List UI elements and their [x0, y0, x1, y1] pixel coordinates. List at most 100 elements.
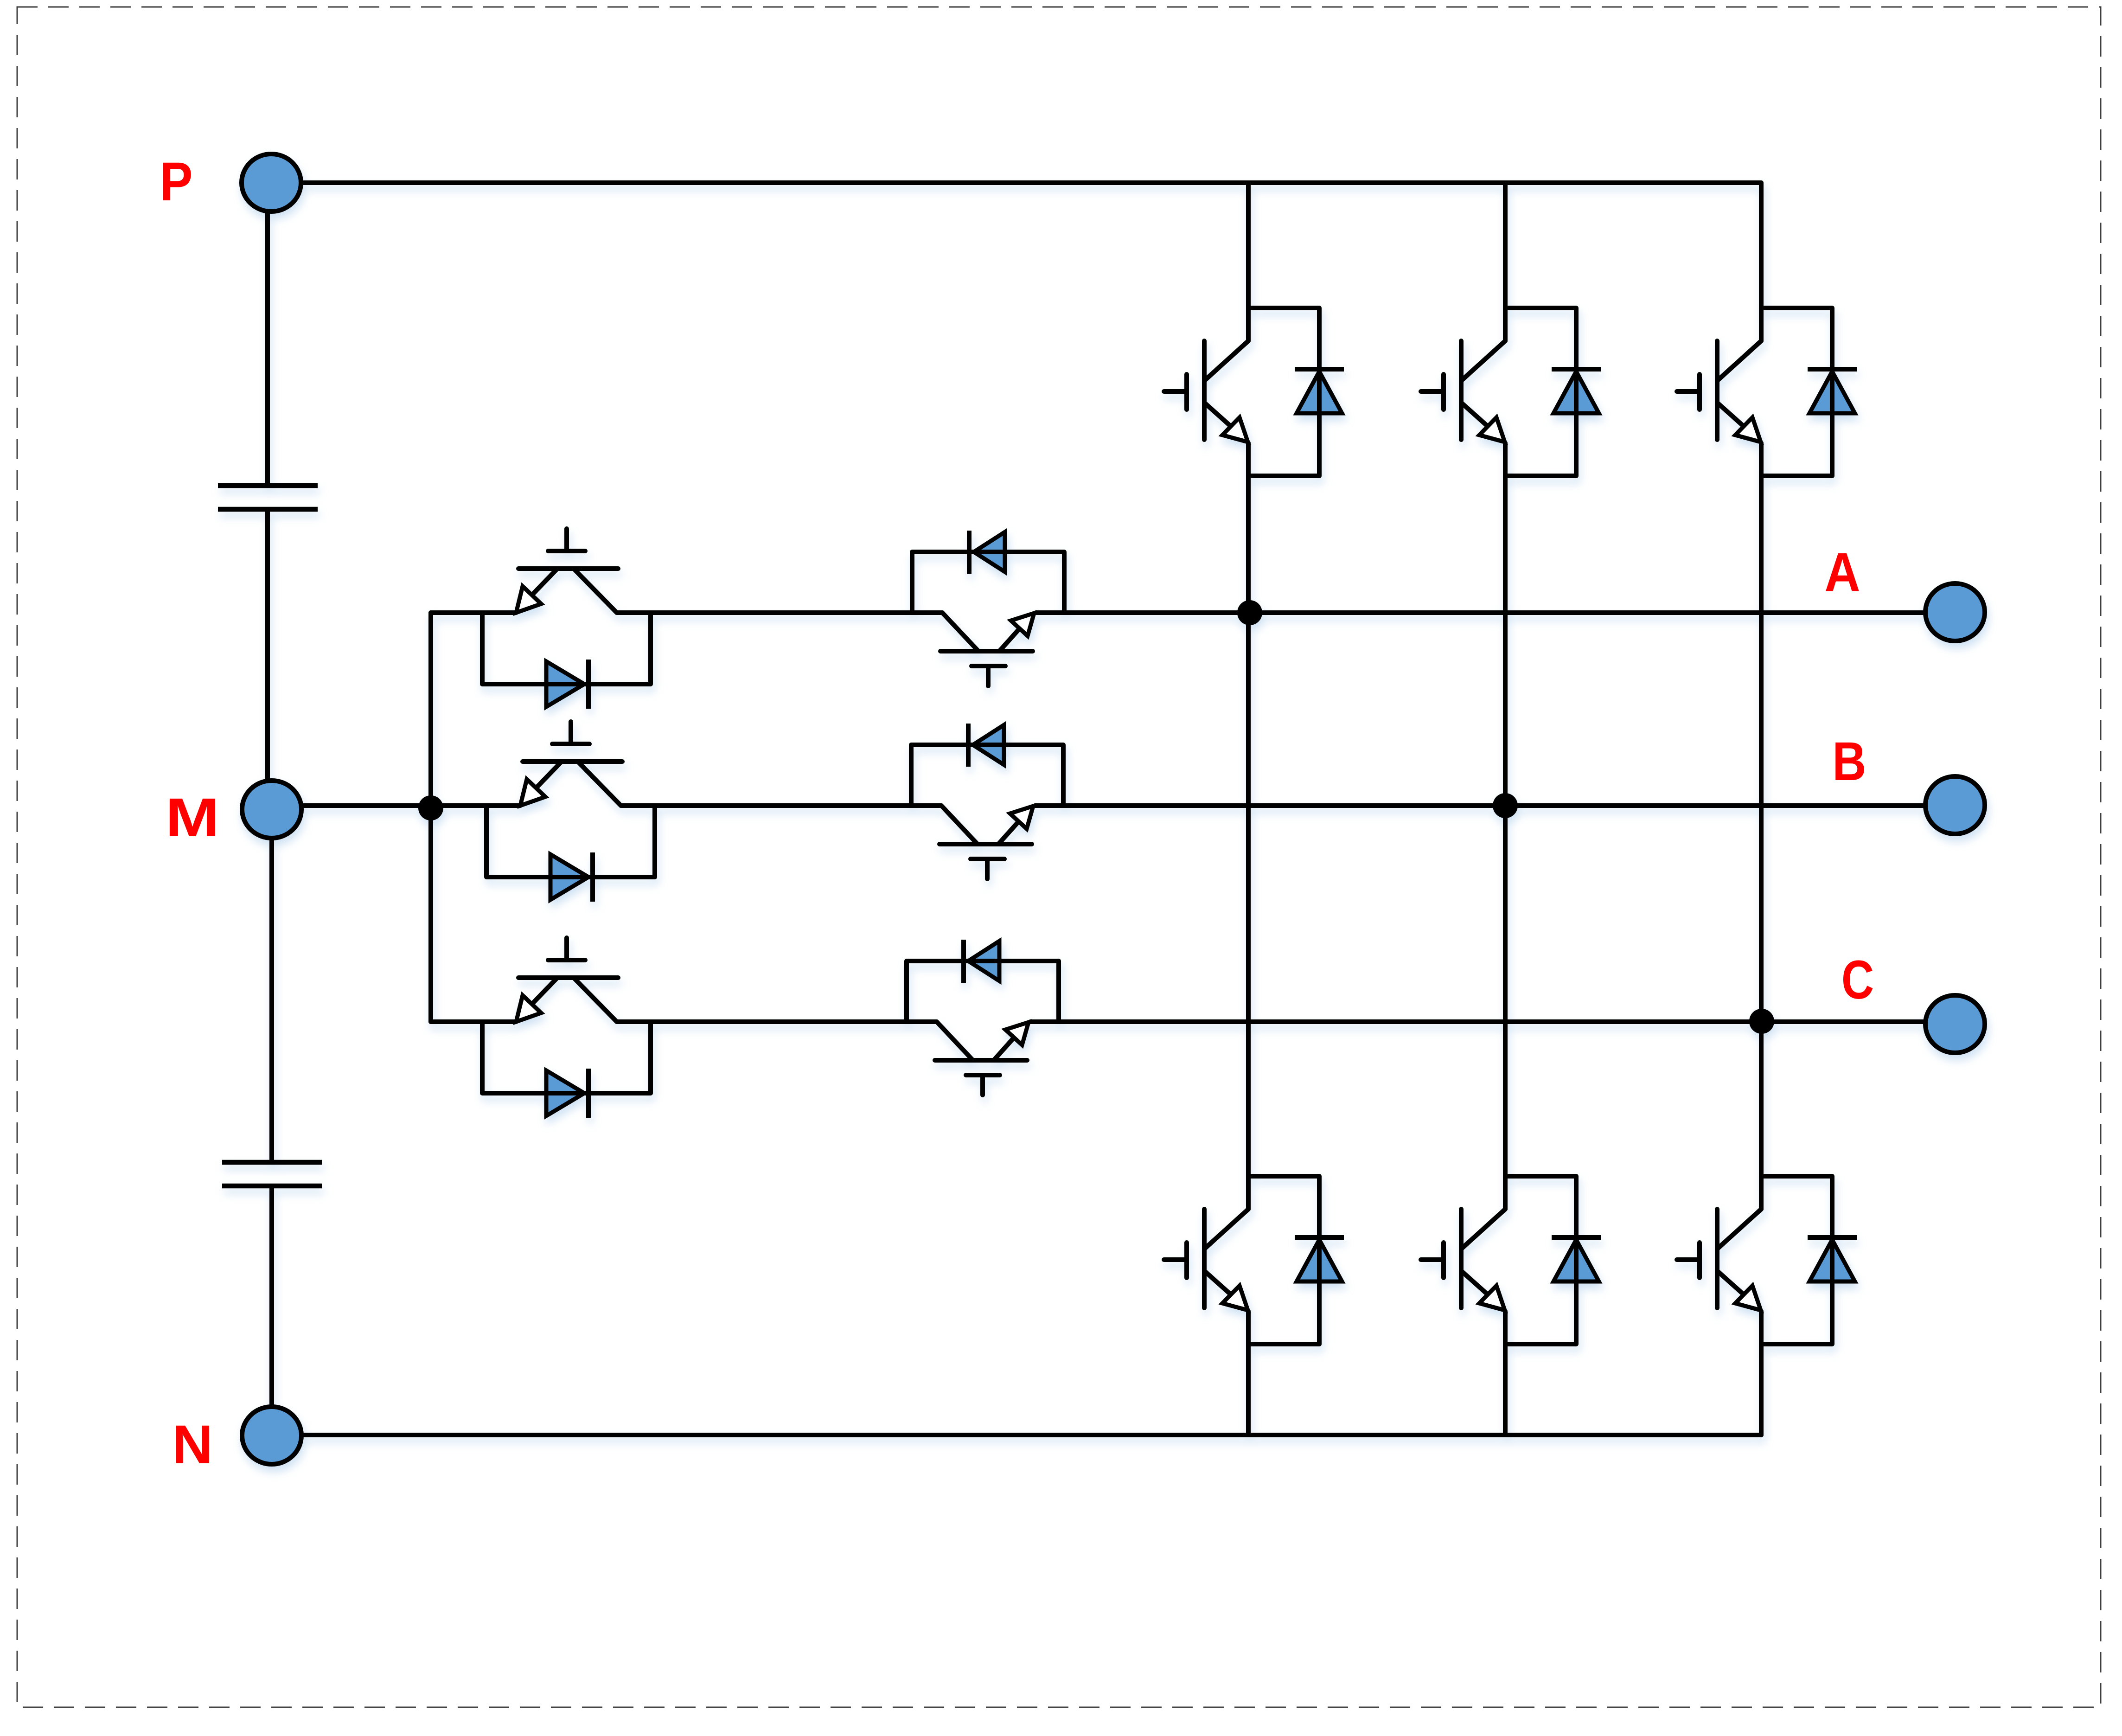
neutral-switch-b — [428, 719, 1928, 903]
terminal-labels: P M N A B C — [160, 151, 1874, 1475]
junction-dot-m — [418, 795, 443, 820]
emitter-lead — [1715, 400, 1746, 429]
diode-loop-wire — [1503, 1174, 1579, 1346]
emitter-lead — [997, 627, 1021, 653]
neutral-igbt-left — [480, 935, 653, 1120]
emitter-arrow-icon — [1218, 413, 1251, 445]
collector-lead — [1459, 339, 1508, 383]
circuit — [218, 152, 1987, 1467]
terminal-m-icon — [240, 778, 304, 840]
antiparallel-diode-icon — [1759, 1174, 1859, 1346]
emitter-lead — [1202, 1268, 1233, 1297]
collector-lead — [940, 610, 981, 653]
junction-dot-a — [1237, 600, 1262, 625]
emitter-arrow-icon — [1731, 1281, 1764, 1313]
neutral-switch-c — [428, 935, 1928, 1120]
emitter-arrow-icon — [1006, 803, 1036, 833]
antiparallel-diode-icon — [1503, 306, 1603, 478]
upper-switch-a — [1162, 306, 1346, 478]
neutral-igbt-right — [904, 937, 1061, 1097]
emitter-lead — [534, 759, 564, 790]
phase-legs — [1162, 180, 1859, 1437]
terminal-n-icon — [240, 1404, 304, 1467]
emitter-lead — [1202, 400, 1233, 429]
igbt-icon — [1419, 1207, 1508, 1313]
collector-lead — [575, 759, 623, 808]
emitter-lead — [530, 566, 560, 597]
diode-loop-wire — [484, 803, 657, 879]
junction-dot-b — [1493, 793, 1518, 818]
terminal-c-icon — [1923, 993, 1987, 1055]
emitter-arrow-icon — [517, 775, 550, 809]
phase-leg-a — [1162, 180, 1346, 1437]
lower-switch-b — [1419, 1174, 1603, 1346]
neutral-igbt-left — [484, 719, 657, 903]
emitter-arrow-icon — [513, 991, 545, 1025]
diode-loop-wire — [1246, 1174, 1322, 1346]
igbt-icon — [1162, 339, 1251, 445]
antiparallel-diode-icon — [1759, 306, 1859, 478]
diode-loop-wire — [910, 550, 1067, 615]
terminal-b-icon — [1923, 774, 1987, 836]
igbt-icon — [1419, 339, 1508, 445]
dashed-frame — [16, 6, 2102, 1708]
igbt-icon — [1162, 1207, 1251, 1313]
diode-loop-wire — [1759, 1174, 1834, 1346]
diode-loop-wire — [480, 610, 653, 686]
igbt-icon — [1675, 1207, 1764, 1313]
collector-lead — [571, 566, 619, 615]
lower-switch-a — [1162, 1174, 1346, 1346]
terminal-a-icon — [1923, 581, 1987, 643]
neutral-igbt-left — [480, 526, 653, 711]
collector-lead — [1459, 1207, 1508, 1251]
collector-lead — [939, 803, 980, 846]
neutral-igbt-right — [909, 721, 1066, 881]
lower-switch-c — [1675, 1174, 1859, 1346]
emitter-lead — [991, 1036, 1016, 1063]
diode-loop-wire — [1246, 306, 1322, 478]
collector-lead — [1202, 1207, 1251, 1251]
antiparallel-diode-icon — [1503, 1174, 1603, 1346]
terminals — [239, 152, 1987, 1467]
diode-loop-wire — [1759, 306, 1834, 478]
emitter-lead — [1459, 400, 1490, 429]
emitter-lead — [1459, 1268, 1490, 1297]
emitter-arrow-icon — [1001, 1019, 1032, 1049]
upper-switch-b — [1419, 306, 1603, 478]
emitter-lead — [996, 820, 1020, 846]
diode-loop-wire — [904, 959, 1061, 1024]
neutral-switches — [428, 526, 1928, 1120]
collector-lead — [1715, 1207, 1764, 1251]
antiparallel-diode-icon — [1246, 1174, 1346, 1346]
diode-loop-wire — [909, 743, 1066, 808]
junction-dot-c — [1749, 1009, 1774, 1034]
terminal-label-c: C — [1841, 949, 1874, 1011]
emitter-arrow-icon — [1218, 1281, 1251, 1313]
collector-lead — [571, 975, 619, 1024]
terminal-label-a: A — [1825, 542, 1860, 603]
diode-loop-wire — [1503, 306, 1579, 478]
terminal-p-icon — [239, 152, 303, 214]
collector-lead — [934, 1019, 975, 1063]
phase-leg-b — [1419, 180, 1603, 1437]
terminal-label-m: M — [166, 787, 220, 848]
terminal-label-p: P — [160, 151, 193, 212]
neutral-igbt-right — [910, 528, 1067, 688]
emitter-arrow-icon — [513, 582, 545, 616]
collector-lead — [1202, 339, 1251, 383]
terminal-label-n: N — [172, 1414, 213, 1475]
emitter-arrow-icon — [1475, 1281, 1508, 1313]
emitter-arrow-icon — [1731, 413, 1764, 445]
diode-loop-wire — [480, 1019, 653, 1095]
terminal-label-b: B — [1833, 731, 1866, 792]
collector-lead — [1715, 339, 1764, 383]
junction-dots — [418, 600, 1774, 1034]
igbt-icon — [1675, 339, 1764, 445]
emitter-arrow-icon — [1007, 610, 1037, 640]
antiparallel-diode-icon — [1246, 306, 1346, 478]
upper-switch-c — [1675, 306, 1859, 478]
emitter-lead — [1715, 1268, 1746, 1297]
emitter-arrow-icon — [1475, 413, 1508, 445]
